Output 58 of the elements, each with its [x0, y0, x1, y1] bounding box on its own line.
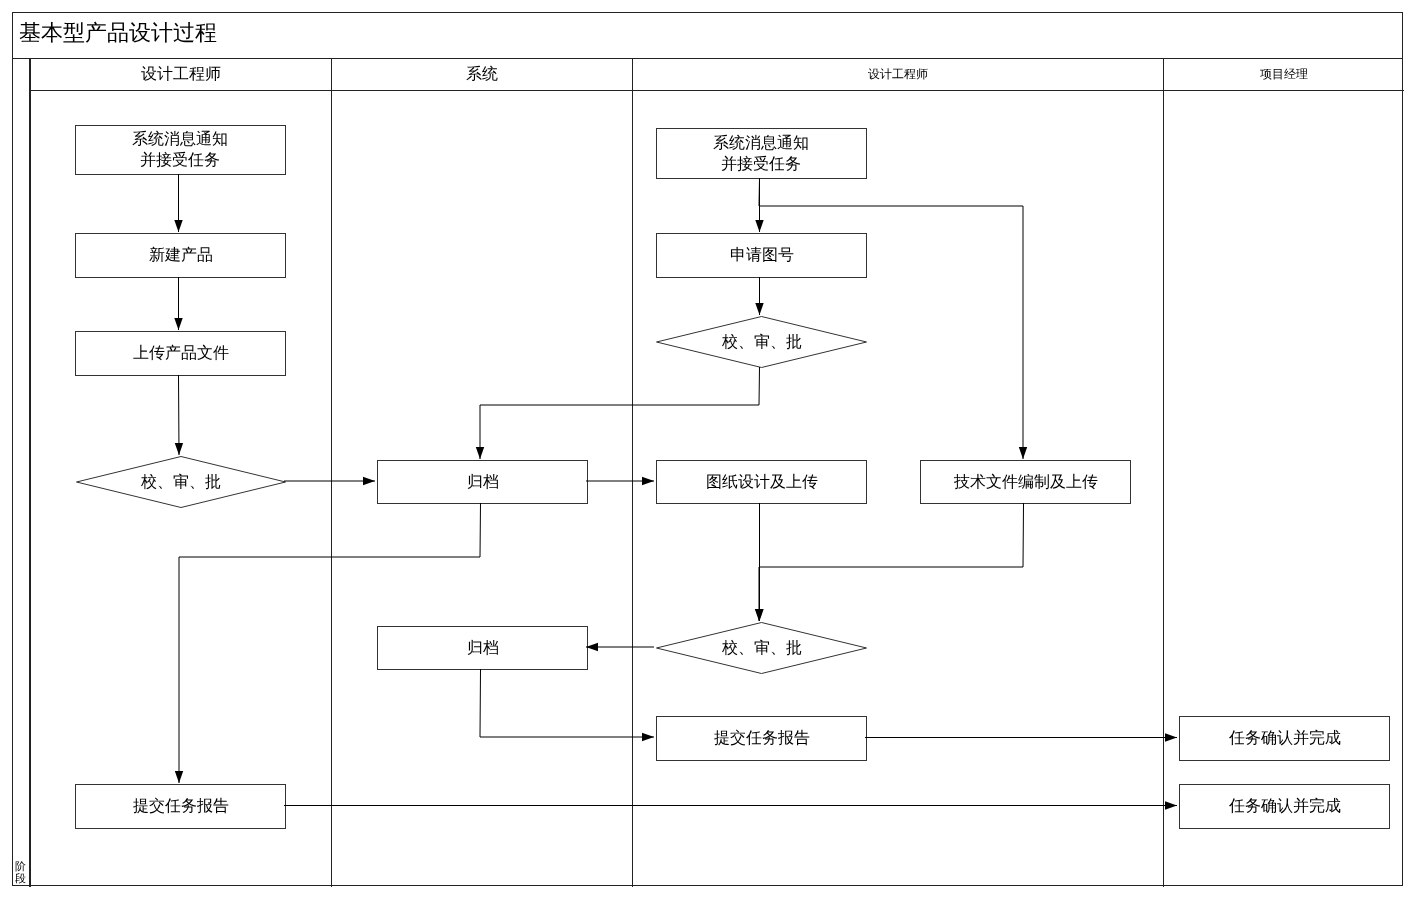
process-box — [377, 626, 588, 670]
step-label: 任务确认并完成 — [1228, 728, 1341, 749]
lane-header: 系统 — [332, 59, 632, 91]
process-box — [656, 460, 867, 504]
arrow — [585, 642, 655, 652]
arrow — [758, 177, 1028, 460]
lane-header: 设计工程师 — [633, 59, 1163, 91]
step-label: 校、审、批 — [721, 331, 802, 353]
arrow — [755, 276, 764, 316]
decision-diamond — [656, 316, 867, 368]
step-label: 技术文件编制及上传 — [953, 471, 1098, 493]
process-box — [920, 460, 1131, 504]
decision-diamond — [656, 622, 867, 674]
arrow — [174, 173, 183, 233]
step-label: 系统消息通知并接受任务 — [131, 129, 230, 171]
step-label: 系统消息通知并接受任务 — [712, 132, 811, 175]
arrow — [283, 476, 376, 486]
swimlane — [30, 59, 331, 887]
process-box — [656, 128, 867, 179]
step-label: 上传产品文件 — [132, 343, 229, 364]
step-label: 归档 — [466, 471, 499, 493]
step-label: 任务确认并完成 — [1228, 796, 1341, 817]
process-box — [1179, 716, 1390, 761]
step-label: 提交任务报告 — [132, 796, 229, 817]
process-box — [377, 460, 588, 504]
process-box — [75, 125, 286, 175]
swimlane — [331, 59, 632, 887]
process-box — [656, 233, 867, 278]
phase-band — [13, 59, 30, 887]
swimlane — [1163, 59, 1404, 887]
step-label: 图纸设计及上传 — [705, 471, 818, 493]
step-label: 新建产品 — [148, 245, 213, 266]
lane-header: 设计工程师 — [31, 59, 331, 91]
process-box — [75, 784, 286, 829]
pool-title: 基本型产品设计过程 — [13, 13, 1402, 59]
arrow — [174, 502, 481, 784]
arrow — [864, 733, 1178, 742]
arrow — [174, 374, 184, 456]
swimlane — [632, 59, 1163, 887]
process-box — [1179, 784, 1390, 829]
decision-diamond — [76, 456, 286, 508]
process-box — [656, 716, 867, 761]
arrow — [283, 801, 1178, 810]
arrow — [479, 668, 655, 742]
step-label: 提交任务报告 — [713, 728, 810, 749]
arrow — [174, 276, 183, 331]
process-box — [75, 233, 286, 278]
step-label: 校、审、批 — [721, 637, 802, 659]
phase-label: 阶段 — [15, 860, 26, 885]
process-box — [75, 331, 286, 376]
arrow — [754, 502, 1024, 622]
arrow — [475, 366, 760, 460]
arrow — [585, 476, 655, 486]
step-label: 校、审、批 — [141, 471, 221, 493]
lane-header: 项目经理 — [1164, 59, 1404, 91]
step-label: 归档 — [466, 637, 499, 659]
step-label: 申请图号 — [729, 245, 794, 266]
swimlane-pool — [12, 12, 1403, 886]
